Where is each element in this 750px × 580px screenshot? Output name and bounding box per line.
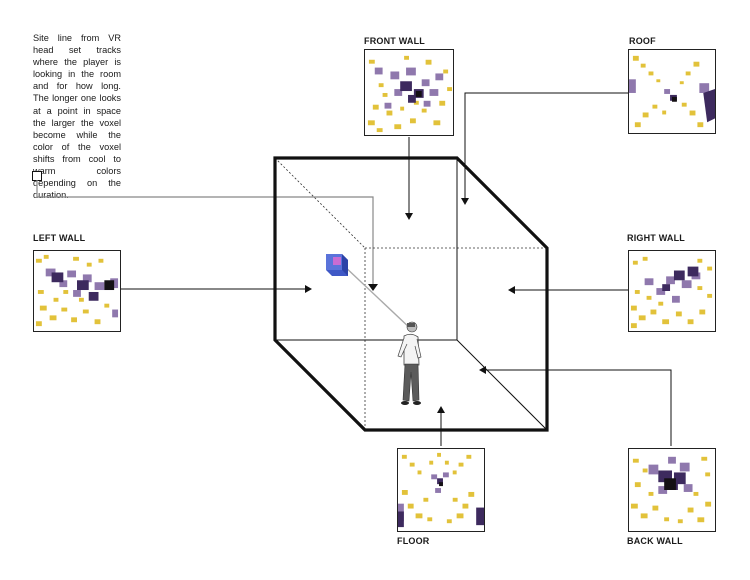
floor-heatmap — [397, 448, 485, 532]
label-back-wall: BACK WALL — [627, 536, 683, 546]
label-floor: FLOOR — [397, 536, 430, 546]
label-right-wall: RIGHT WALL — [627, 233, 685, 243]
cube-inner-edge — [456, 339, 548, 431]
sight-line — [341, 263, 413, 331]
description-caption: Site line from VR head set tracks where … — [33, 33, 121, 201]
gaze-connector-arrowhead — [368, 284, 378, 291]
cube-outline — [273, 156, 549, 432]
label-left-wall: LEFT WALL — [33, 233, 86, 243]
left-wall-heatmap — [33, 250, 121, 332]
player-figure-icon — [397, 321, 422, 405]
right-wall-heatmap — [628, 250, 716, 332]
voxel-cube-icon — [326, 254, 348, 276]
label-front-wall: FRONT WALL — [364, 36, 425, 46]
roof-heatmap — [628, 49, 716, 134]
label-roof: ROOF — [629, 36, 656, 46]
gaze-connector-line — [36, 180, 374, 286]
arrow-roof — [464, 92, 628, 198]
arrow-back-wall — [486, 369, 672, 446]
front-wall-heatmap — [364, 49, 454, 136]
cube-hidden-edge — [274, 157, 366, 249]
back-wall-heatmap — [628, 448, 716, 532]
